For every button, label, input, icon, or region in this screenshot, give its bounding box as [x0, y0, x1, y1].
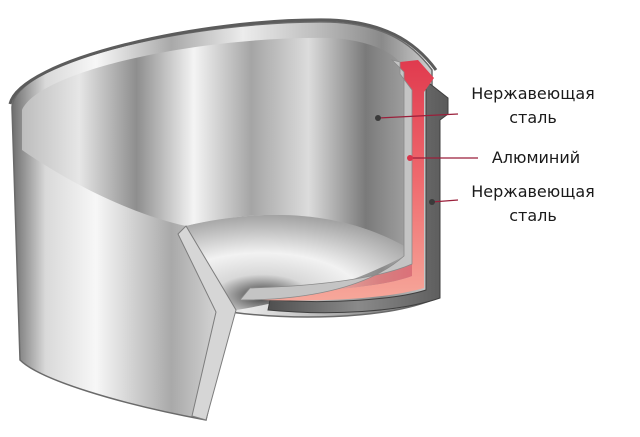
label-outer-stainless-steel: Нержавеющая сталь [458, 180, 608, 228]
leader-lines [377, 113, 478, 203]
label-aluminum: Алюминий [476, 146, 596, 170]
label-line: Алюминий [491, 148, 581, 167]
label-line: Нержавеющая [471, 84, 595, 103]
label-line: сталь [509, 206, 557, 225]
label-inner-stainless-steel: Нержавеющая сталь [458, 82, 608, 130]
pot-inner-bottom [186, 214, 404, 310]
pot-rim [8, 18, 438, 105]
label-line: сталь [509, 108, 557, 127]
pot-cut-edge-front [177, 225, 237, 421]
layer-inner-steel [239, 59, 413, 301]
leader-dot-outer-steel [429, 199, 435, 205]
pot-inner-wall [22, 37, 404, 246]
layer-outer-steel [267, 75, 449, 314]
leader-dots [375, 115, 435, 205]
leader-dot-inner-steel [375, 115, 381, 121]
leader-line-inner-steel [377, 113, 459, 119]
label-line: Нержавеющая [471, 182, 595, 201]
leader-line-outer-steel [431, 199, 459, 203]
leader-dot-aluminum [407, 155, 413, 161]
layer-aluminum-core [262, 60, 434, 301]
layer-aluminum-bottom-glow [250, 264, 412, 292]
